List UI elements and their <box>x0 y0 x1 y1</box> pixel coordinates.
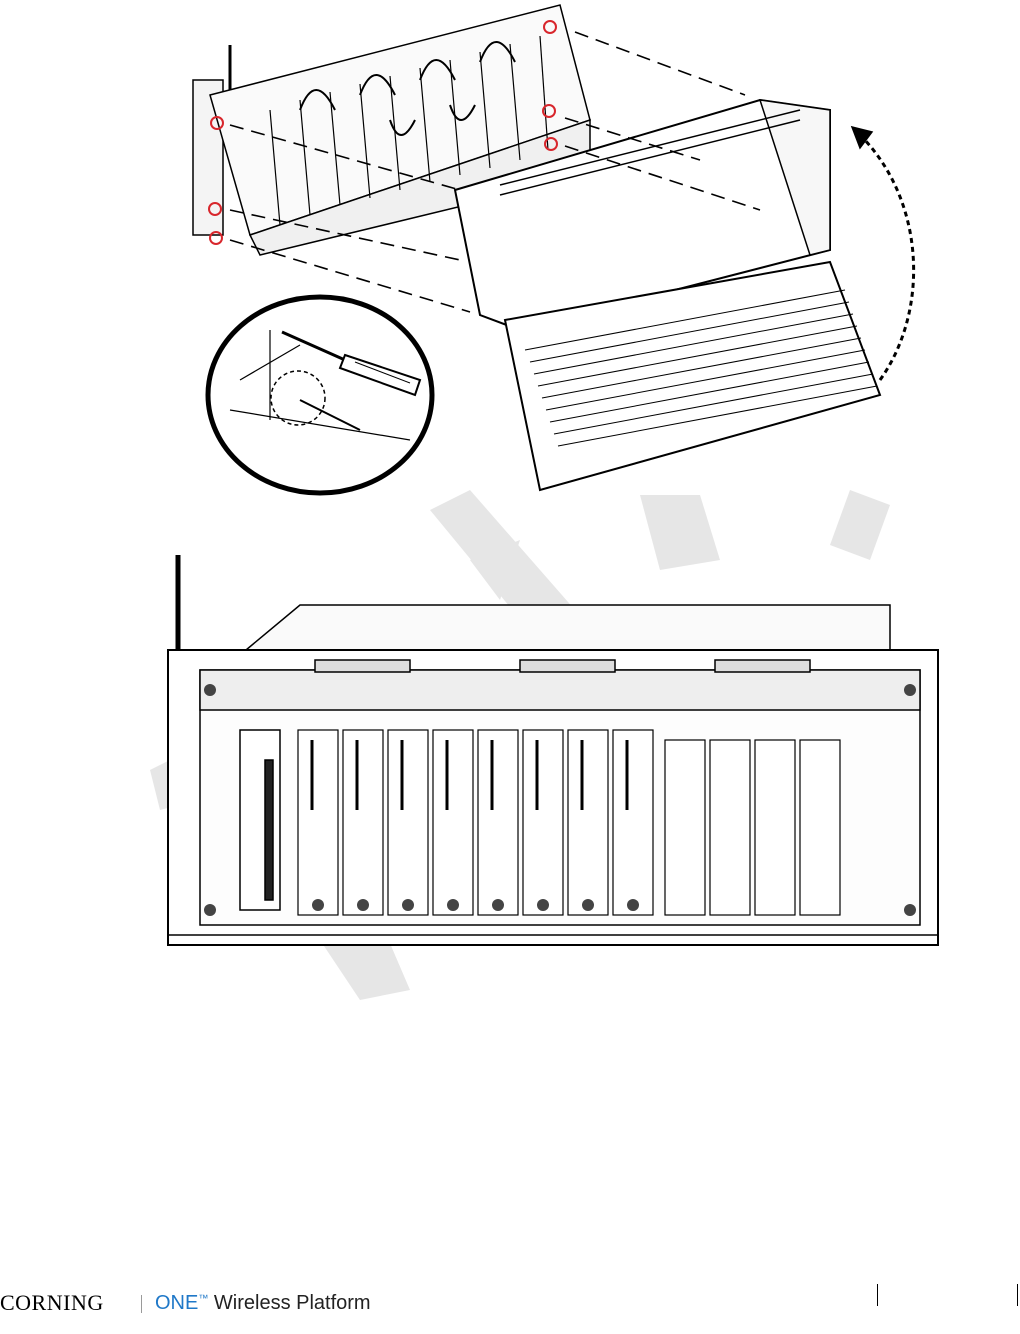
trademark-symbol: ™ <box>198 1293 208 1304</box>
footer-rule-left <box>877 1284 878 1306</box>
footer-separator <box>141 1295 142 1313</box>
corning-logo: CORNING <box>0 1290 104 1316</box>
product-name: ONE™ Wireless Platform <box>155 1292 371 1315</box>
footer-rule-right <box>1017 1284 1018 1306</box>
product-rest: Wireless Platform <box>208 1292 370 1314</box>
product-one: ONE <box>155 1292 198 1314</box>
